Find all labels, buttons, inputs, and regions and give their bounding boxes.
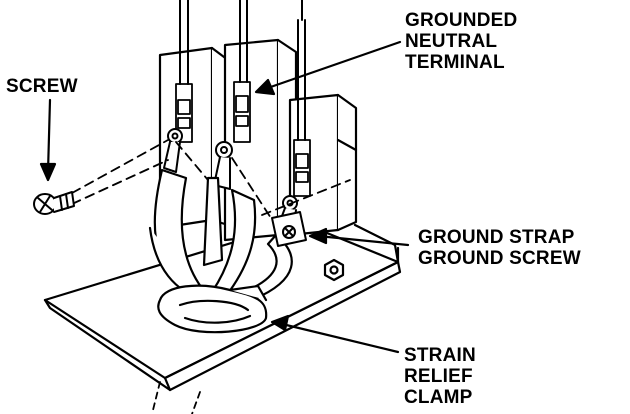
- ground-strap: [271, 211, 307, 247]
- label-screw-line-1: SCREW: [6, 76, 78, 97]
- label-strain-line-1: STRAIN: [404, 345, 476, 366]
- label-ground-strap-screw: GROUND STRAP GROUND SCREW: [418, 227, 581, 269]
- bracket-nut-icon: [323, 258, 345, 282]
- label-strain-relief-clamp: STRAIN RELIEF CLAMP: [404, 345, 476, 408]
- label-strain-line-2: RELIEF: [404, 366, 473, 387]
- label-neutral-line-2: NEUTRAL: [405, 31, 498, 52]
- screw-icon: [33, 191, 75, 215]
- label-strain-line-3: CLAMP: [404, 387, 473, 408]
- break-lines: [151, 381, 201, 414]
- supply-wires: [179, 0, 306, 141]
- terminal-plates: [175, 81, 311, 197]
- label-neutral-line-1: GROUNDED: [405, 10, 518, 31]
- label-grounded-neutral-terminal: GROUNDED NEUTRAL TERMINAL: [405, 10, 517, 73]
- callout-leaders: [39, 40, 410, 354]
- label-ground-line-1: GROUND STRAP: [418, 227, 575, 248]
- label-screw: SCREW: [6, 76, 78, 97]
- label-ground-line-2: GROUND SCREW: [418, 248, 581, 269]
- label-neutral-line-3: TERMINAL: [405, 52, 505, 73]
- strain-relief-clamp: [157, 284, 268, 334]
